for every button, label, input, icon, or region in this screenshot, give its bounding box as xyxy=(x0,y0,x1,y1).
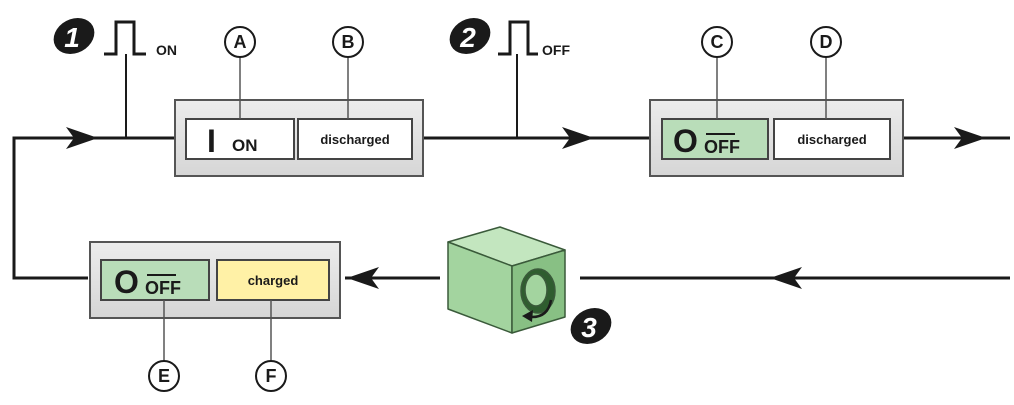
arrowhead-left xyxy=(347,267,379,289)
callout-letter-f: F xyxy=(266,366,277,386)
step-2-marker: 2 OFF xyxy=(449,18,570,138)
step-badge-icon xyxy=(449,18,491,54)
step-1-marker: 1 ON xyxy=(53,18,177,138)
callout-circles xyxy=(148,26,842,392)
switch-indicator-c xyxy=(661,118,769,160)
signal-label-off: OFF xyxy=(542,42,570,58)
callouts xyxy=(163,57,827,361)
switch-state-on: ON xyxy=(232,136,258,155)
spring-indicator-f xyxy=(216,259,330,301)
step-3-number: 3 xyxy=(581,312,597,343)
switch-indicator-e xyxy=(100,259,210,301)
switch-symbol-i: I xyxy=(207,123,216,159)
arrowhead-right xyxy=(562,127,594,149)
step-3-marker: 3 xyxy=(570,308,612,344)
callout-circle-b xyxy=(332,26,364,58)
signal-label-on: ON xyxy=(156,42,177,58)
spring-state-charged: charged xyxy=(248,273,299,288)
spring-indicator-b xyxy=(297,118,413,160)
spring-indicator-d xyxy=(773,118,891,160)
cube-drive-center xyxy=(524,273,548,307)
callout-letter-c: C xyxy=(711,32,724,52)
switch-state-off: OFF xyxy=(145,278,181,298)
callout-letter-e: E xyxy=(158,366,170,386)
callout-circle-d xyxy=(810,26,842,58)
step-badge-icon xyxy=(570,308,612,344)
rotation-arrow-icon xyxy=(529,299,553,319)
callout-letters: A B C D E F xyxy=(158,32,833,386)
arrowhead-left xyxy=(770,267,802,289)
state-panel-3: O OFF charged xyxy=(89,241,341,319)
switch-symbol-o: O xyxy=(114,264,139,300)
spring-state-discharged: discharged xyxy=(320,132,389,147)
callout-letter-d: D xyxy=(820,32,833,52)
arrowhead-right xyxy=(954,127,986,149)
state-panel-2: O OFF discharged xyxy=(649,99,904,177)
pulse-icon xyxy=(104,20,146,56)
motor-cube-icon xyxy=(447,226,566,334)
rotation-arrowhead xyxy=(522,310,533,322)
callout-circle-e xyxy=(148,360,180,392)
spring-state-discharged: discharged xyxy=(797,132,866,147)
step-badge-icon xyxy=(53,18,95,54)
callout-circle-f xyxy=(255,360,287,392)
switch-state-off: OFF xyxy=(704,137,740,157)
flow-arrows xyxy=(66,127,986,289)
switch-symbol-o: O xyxy=(673,123,698,159)
state-panel-1: I ON discharged xyxy=(174,99,424,177)
pulse-icon xyxy=(498,20,538,56)
arrowhead-right xyxy=(66,127,98,149)
callout-circle-c xyxy=(701,26,733,58)
callout-letter-b: B xyxy=(342,32,355,52)
callout-letter-a: A xyxy=(234,32,247,52)
switch-indicator-a xyxy=(185,118,295,160)
step-1-number: 1 xyxy=(64,22,80,53)
step-2-number: 2 xyxy=(459,22,476,53)
callout-circle-a xyxy=(224,26,256,58)
